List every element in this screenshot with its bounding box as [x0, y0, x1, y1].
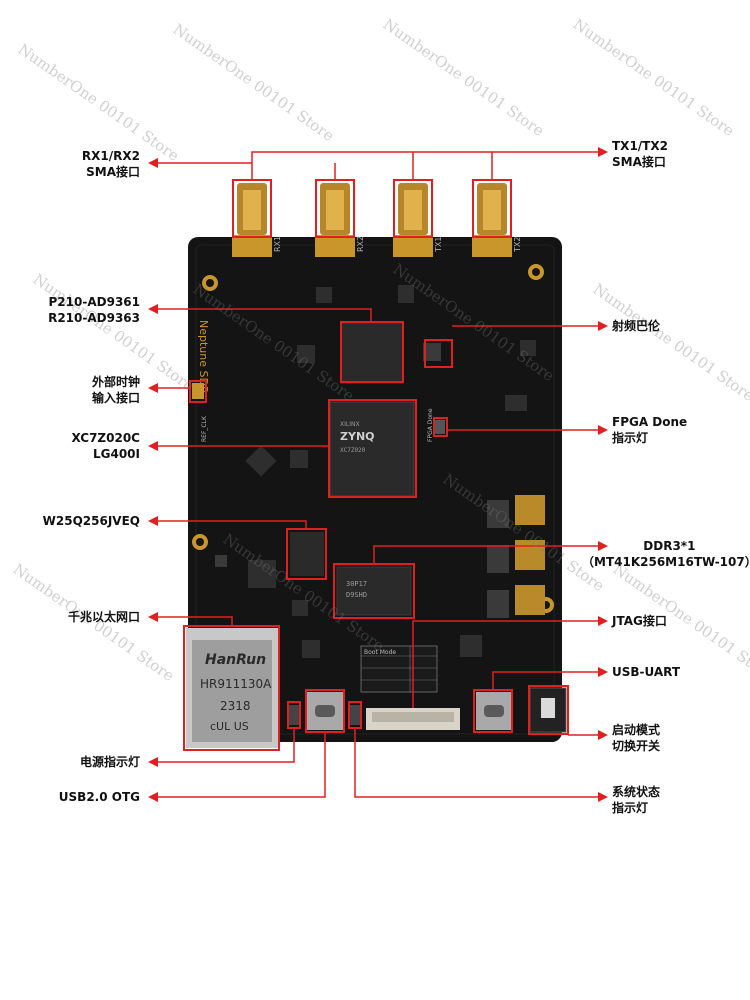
eth-date: 2318 — [220, 699, 251, 713]
label-jtag: JTAG接口 — [612, 614, 667, 628]
small-components — [215, 285, 545, 658]
label-balun: 射频巴伦 — [612, 319, 661, 333]
rf-transceiver-chip — [340, 322, 404, 384]
eth-part: HR911130A — [200, 677, 272, 691]
fpga-done-silk: FPGA Done — [427, 408, 434, 442]
arrowheads — [148, 147, 608, 802]
power-led — [289, 705, 299, 725]
label-boot-switch: 启动模式切换开关 — [612, 723, 661, 753]
ant-label-tx1: TX1 — [434, 237, 443, 253]
xilinx-text: XILINX — [340, 421, 360, 428]
fpga-chip — [329, 401, 415, 497]
ant-label-rx1: RX1 — [273, 236, 282, 252]
label-power-led: 电源指示灯 — [79, 755, 140, 769]
ddr-chip — [336, 566, 412, 616]
label-usb-otg: USB2.0 OTG — [58, 790, 140, 804]
leader-lines — [156, 151, 600, 798]
status-led — [350, 705, 360, 725]
label-ext-clk: 外部时钟输入接口 — [91, 375, 140, 405]
label-usb-uart: USB-UART — [612, 665, 681, 679]
label-flash: W25Q256JVEQ — [42, 514, 140, 528]
flash-chip — [290, 532, 324, 576]
ddr-chip-text-1: 30P17 — [346, 580, 367, 588]
label-ddr: DDR3*1（MT41K256M16TW-107） — [582, 539, 750, 569]
boot-mode-table — [360, 645, 438, 693]
fpga-done-led — [435, 420, 445, 434]
label-ethernet: 千兆以太网口 — [67, 610, 140, 624]
ddr-chip-text-2: D9SHD — [346, 591, 367, 599]
ant-label-tx2: TX2 — [513, 237, 522, 253]
boot-table-header: Boot Mode — [364, 649, 396, 656]
label-status-led: 系统状态指示灯 — [612, 785, 661, 815]
eth-cert: cUL US — [210, 720, 249, 733]
zynq-logo: ZYNQ — [340, 430, 375, 443]
eth-brand: HanRun — [205, 652, 266, 668]
silkscreen-brand: Neptune SDR — [197, 320, 210, 394]
refclk-connector — [192, 383, 204, 399]
ant-label-rx2: RX2 — [356, 236, 365, 252]
sma-connectors — [232, 183, 512, 257]
zynq-part-number: XC7Z020 — [340, 447, 366, 454]
refclk-label: REF_CLK — [201, 415, 208, 442]
